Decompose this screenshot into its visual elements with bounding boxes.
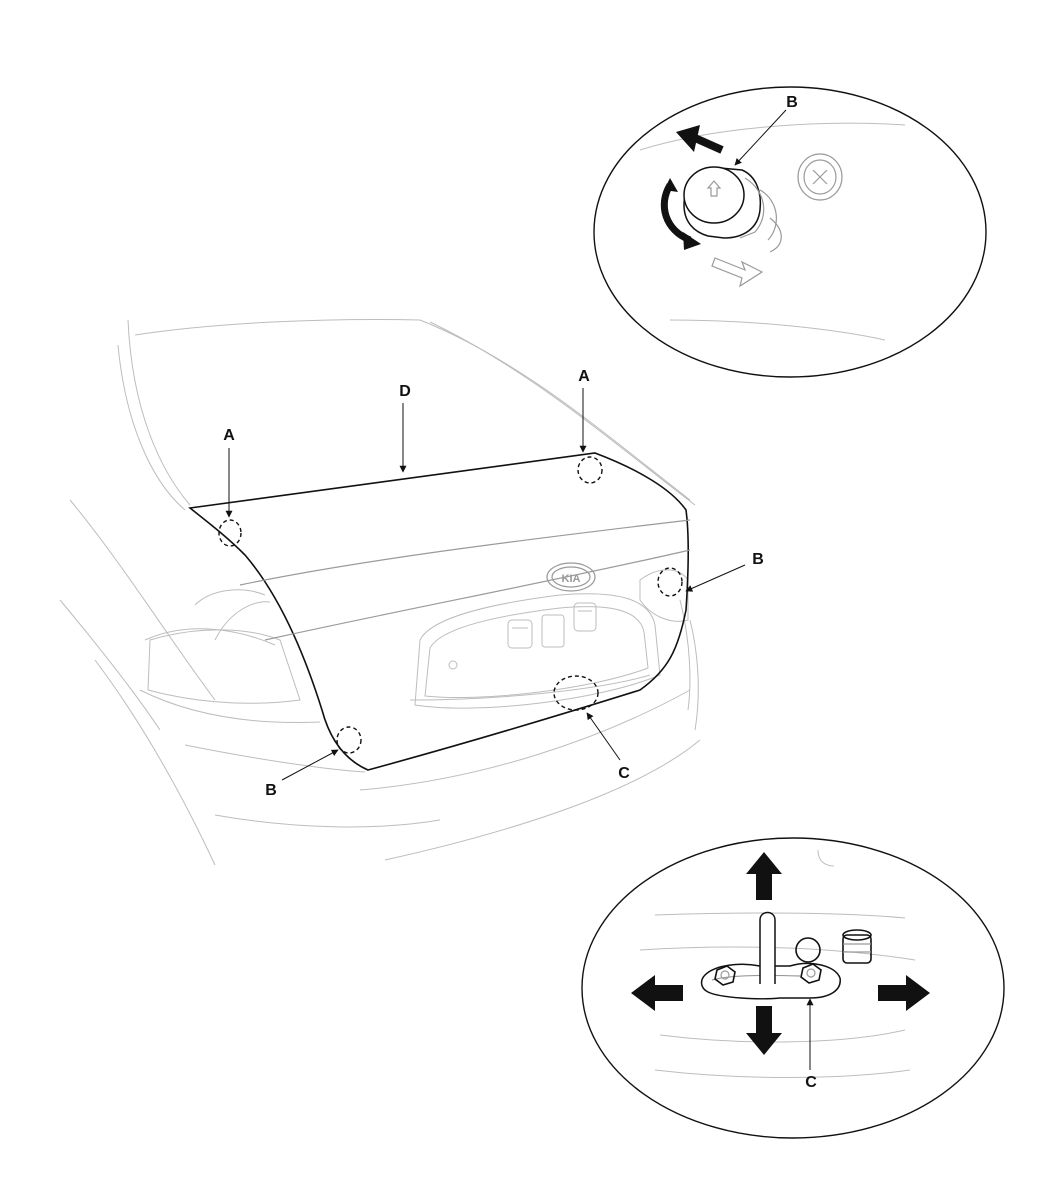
callout-a-left: A: [223, 427, 235, 444]
callout-b-right: B: [752, 551, 764, 568]
grommet-icon: [797, 153, 843, 201]
leader-lines: [225, 388, 746, 781]
marker-b-right: [657, 567, 683, 597]
trunk-lid-panel: KIA: [188, 452, 691, 771]
car-body-outline: [59, 319, 701, 866]
callout-b-left: B: [265, 782, 277, 799]
kia-emblem-text: KIA: [562, 573, 581, 585]
marker-a-left: [218, 519, 242, 547]
detail-bumper-stop: B: [593, 86, 987, 378]
marker-c-main: [553, 675, 599, 711]
location-markers: [218, 456, 683, 754]
arrow-left-icon: [631, 975, 683, 1011]
marker-a-right: [577, 456, 603, 484]
arrow-down-icon: [746, 1006, 782, 1055]
arrow-up-icon: [746, 852, 782, 900]
callout-d: D: [399, 383, 411, 400]
marker-b-left: [336, 726, 362, 754]
adjust-arrows: [631, 852, 930, 1055]
callout-c-detail: C: [805, 1074, 817, 1091]
detail-striker: C: [581, 837, 1005, 1139]
callout-b-detail: B: [786, 94, 798, 111]
callout-a-right: A: [578, 368, 590, 385]
arrow-right-icon: [878, 975, 930, 1011]
bumper-stop-icon: [683, 166, 777, 241]
pull-out-arrow-icon: [693, 134, 724, 154]
callout-c-main: C: [618, 765, 630, 782]
